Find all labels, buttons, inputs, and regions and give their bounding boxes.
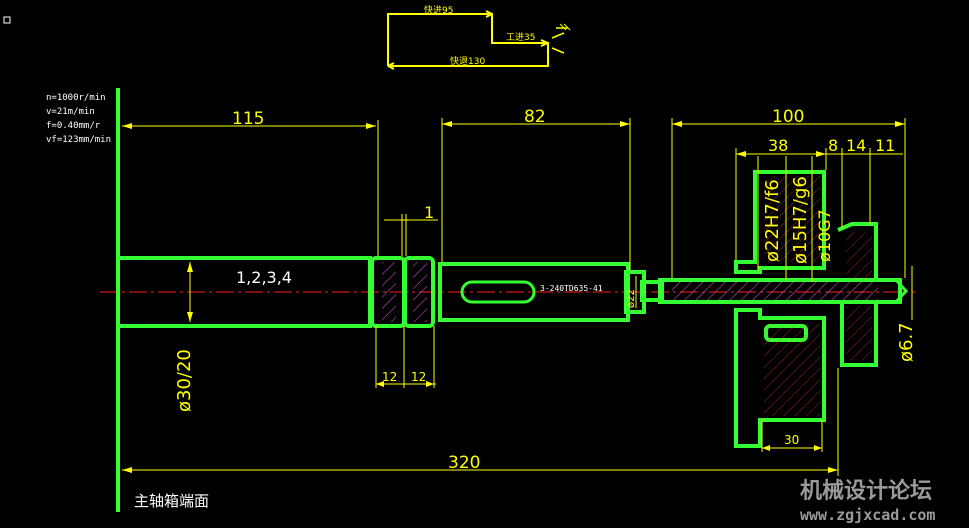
dim-12a: 12 — [382, 370, 397, 384]
work-cycle-diagram — [387, 10, 571, 70]
watermark-title: 机械设计论坛 — [800, 478, 932, 504]
param-cutting-speed: v=21m/min — [46, 107, 95, 117]
dim-14: 14 — [846, 136, 866, 155]
param-feed: f=0.40mm/r — [46, 121, 101, 131]
dim-115: 115 — [232, 109, 264, 129]
drill-tip — [894, 278, 909, 304]
dim-1: 1 — [424, 203, 434, 222]
work-feed-label: 工进35 — [506, 32, 535, 43]
param-feed-rate: vf=123mm/min — [46, 135, 111, 145]
ucs-marker — [3, 16, 11, 24]
tool-shaft — [116, 256, 902, 328]
keyway-slot — [460, 280, 536, 304]
dim-dia22-fit: ø22H7/f6 — [762, 179, 783, 262]
dim-320: 320 — [448, 453, 480, 473]
dim-12b: 12 — [411, 370, 426, 384]
param-spindle-speed: n=1000r/min — [46, 93, 106, 103]
dim-30: 30 — [784, 433, 799, 447]
dim-38: 38 — [768, 136, 788, 155]
rapid-in-label: 快进95 — [424, 4, 453, 16]
dim-dia10: ø10G7 — [815, 209, 834, 262]
rapid-out-label: 快退130 — [450, 55, 485, 67]
dim-dia22-small: ø22 — [626, 289, 637, 308]
watermark-url: www.zgjxcad.com — [800, 506, 935, 524]
holder-code-label: 3-240TD635-41 — [540, 284, 603, 293]
spindle-face-label: 主轴箱端面 — [134, 492, 209, 510]
dim-dia15-fit: ø15H7/g6 — [790, 176, 811, 264]
dim-8: 8 — [828, 136, 838, 155]
dim-dia6: ø6.7 — [896, 322, 917, 362]
dim-100: 100 — [772, 107, 804, 127]
tool-numbers-label: 1,2,3,4 — [236, 268, 292, 287]
dim-dia30: ø30/20 — [174, 349, 195, 412]
cutting-params: n=1000r/min v=21m/min f=0.40mm/r vf=123m… — [46, 93, 111, 145]
dim-11: 11 — [875, 136, 895, 155]
dim-82: 82 — [524, 107, 546, 127]
